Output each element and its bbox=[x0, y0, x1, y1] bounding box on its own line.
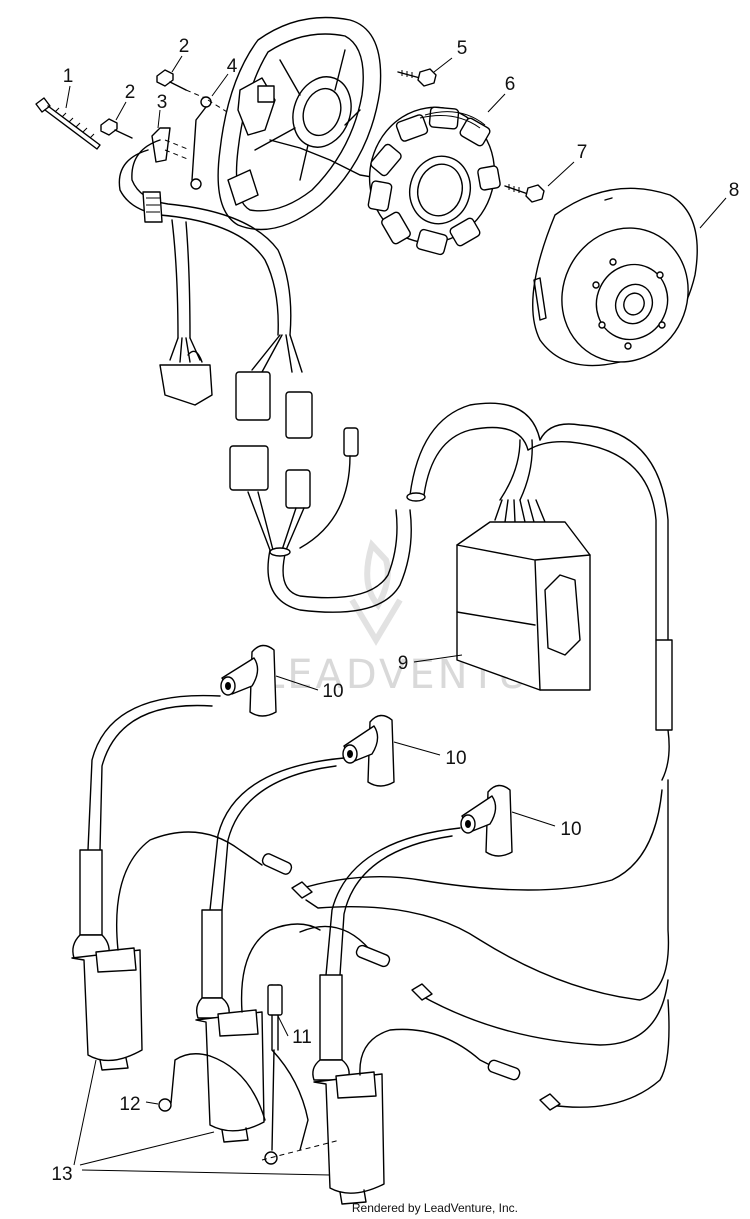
callout-12: 12 bbox=[119, 1094, 140, 1115]
part-10-spark-plug-cap-3 bbox=[460, 784, 513, 857]
callout-10-cap-2: 10 bbox=[445, 748, 466, 769]
part-7-screw bbox=[504, 184, 545, 203]
part-5-screw bbox=[397, 68, 437, 87]
part-1-cable-tie bbox=[35, 97, 101, 150]
callout-13: 13 bbox=[51, 1164, 72, 1185]
high-tension-leads bbox=[87, 694, 461, 976]
ignition-coil-2 bbox=[195, 909, 265, 1143]
part-10-spark-plug-cap-2 bbox=[342, 714, 395, 787]
part-6-stator bbox=[367, 106, 501, 256]
callout-labels: 1 2 2 3 4 5 6 7 8 9 10 10 10 11 12 13 bbox=[51, 36, 739, 1185]
callout-9: 9 bbox=[398, 653, 409, 674]
callout-5: 5 bbox=[457, 38, 468, 59]
callout-6: 6 bbox=[505, 74, 516, 95]
callout-leader-lines bbox=[65, 55, 727, 1176]
part-10-spark-plug-cap-1 bbox=[220, 644, 277, 717]
callout-7: 7 bbox=[577, 142, 588, 163]
callout-11: 11 bbox=[292, 1027, 312, 1048]
footer-credit: Rendered by LeadVenture, Inc. bbox=[351, 1201, 518, 1215]
part-2-screw-upper bbox=[156, 69, 206, 99]
callout-10-cap-1: 10 bbox=[322, 681, 343, 702]
ignition-coil-3 bbox=[312, 974, 385, 1205]
callout-2-upper: 2 bbox=[179, 36, 190, 57]
part-12-ground-terminal bbox=[158, 1053, 266, 1121]
low-tension-wiring bbox=[115, 779, 670, 1111]
callout-3: 3 bbox=[157, 92, 168, 113]
callout-4: 4 bbox=[227, 56, 238, 77]
part-3-harness-clamp bbox=[151, 127, 191, 163]
part-2-screw-lower bbox=[100, 118, 133, 139]
callout-8: 8 bbox=[729, 180, 740, 201]
ground-alignment-line bbox=[261, 1139, 341, 1161]
ignition-coil-1 bbox=[71, 849, 143, 1071]
part-4-ground-wire bbox=[190, 96, 241, 190]
part-9-cdi-module bbox=[456, 423, 673, 781]
stator-wire-harness bbox=[118, 139, 541, 613]
part-8-flywheel bbox=[532, 187, 698, 367]
stator-backing-plate bbox=[217, 16, 421, 231]
callout-2-lower: 2 bbox=[125, 82, 136, 103]
callout-1: 1 bbox=[63, 66, 74, 87]
callout-10-cap-3: 10 bbox=[560, 819, 581, 840]
part-11-ground-lead bbox=[264, 984, 309, 1165]
